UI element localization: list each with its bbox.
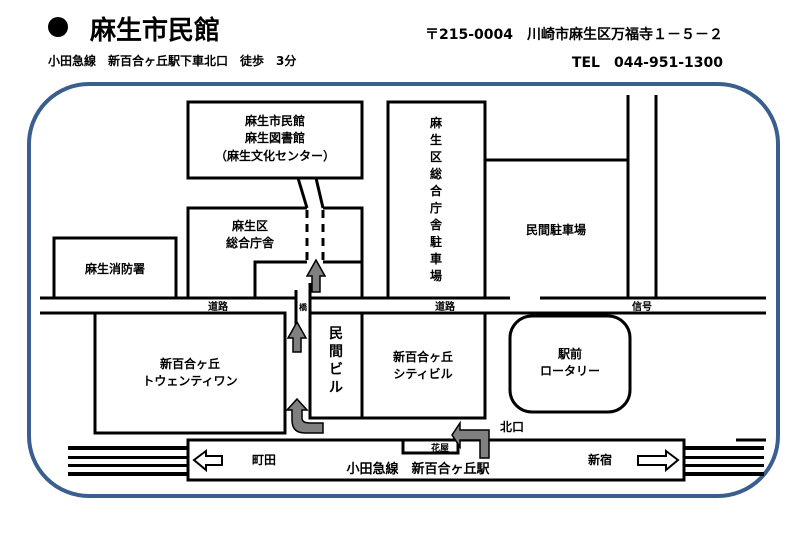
railway-tracks	[68, 446, 764, 476]
address: 〒215-0004 川崎市麻生区万福寺１－５－２	[425, 27, 723, 43]
vertical-label-char: 車	[430, 251, 442, 266]
road-label-center: 道路	[435, 300, 456, 313]
vertical-label-char: 総	[430, 166, 442, 181]
station-rotary[interactable]: 駅前 ロータリー	[508, 314, 632, 414]
fire-station-label: 麻生消防署	[84, 261, 145, 276]
flower-shop[interactable]: 花屋	[401, 438, 460, 455]
rotary-label-1: 駅前	[557, 346, 582, 361]
rotary-label-2: ロータリー	[540, 364, 600, 378]
civic-hall[interactable]: 麻生市民館 麻生図書館 （麻生文化センター）	[186, 100, 364, 180]
telephone: TEL 044-951-1300	[571, 55, 723, 71]
vertical-label-char: 民	[329, 326, 343, 342]
city-building-label-1: 新百合ヶ丘	[393, 349, 453, 364]
route-arrow-icon	[286, 320, 308, 353]
entrance-path	[296, 177, 325, 262]
fire-station[interactable]: 麻生消防署	[52, 236, 178, 300]
city-building-label-2: シティビル	[393, 366, 452, 381]
map-frame	[27, 82, 780, 498]
access-info: 小田急線 新百合ヶ丘駅下車北口 徒歩 3分	[48, 54, 297, 68]
title-text: 麻生市民館	[90, 16, 221, 46]
signal-label: 信号	[632, 300, 652, 313]
bridge-label: 橋	[299, 302, 308, 312]
bullet-icon	[48, 17, 68, 37]
vertical-label-char: 区	[430, 150, 442, 164]
vertical-label-char: 合	[430, 183, 443, 198]
north-exit-label: 北口	[500, 419, 524, 434]
city-building[interactable]: 新百合ヶ丘 シティビル	[360, 311, 487, 420]
flower-shop-label: 花屋	[431, 442, 449, 454]
culture-center-label: （麻生文化センター）	[215, 148, 335, 163]
vertical-label-char: 場	[430, 268, 442, 283]
road-label-left: 道路	[208, 300, 229, 313]
ward-office[interactable]: 麻生区 総合庁舎	[186, 206, 364, 298]
vertical-label-char: 駐	[430, 234, 442, 249]
shinjuku-label: 新宿	[588, 452, 612, 467]
page-title: 麻生市民館	[48, 10, 220, 47]
route-arrow-icon	[305, 258, 327, 293]
machida-label: 町田	[252, 453, 276, 467]
vertical-label-char: 生	[430, 132, 442, 147]
station-label: 小田急線 新百合ヶ丘駅	[346, 461, 490, 477]
private-parking-label: 民間駐車場	[526, 222, 586, 237]
twentyone-label-1: 新百合ヶ丘	[160, 356, 220, 371]
left-arrow-icon	[192, 449, 223, 473]
ward-office-label-2: 総合庁舎	[226, 235, 275, 250]
twentyone-label-2: トウェンティワン	[142, 374, 237, 388]
civic-hall-label: 麻生市民館	[244, 113, 305, 128]
private-parking[interactable]: 民間駐車場	[526, 222, 586, 237]
vertical-label-char: ル	[329, 380, 343, 396]
right-arrow-icon	[637, 449, 680, 473]
route-arrow-icon	[285, 397, 324, 434]
vertical-label-char: 間	[329, 344, 343, 360]
vertical-label-char: 舎	[430, 217, 443, 232]
library-label: 麻生図書館	[244, 130, 305, 145]
route-arrows	[285, 258, 490, 459]
twentyone-building[interactable]: 新百合ヶ丘 トウェンティワン	[93, 311, 287, 435]
vertical-label-char: ビ	[329, 362, 343, 378]
ward-office-label-1: 麻生区	[231, 218, 268, 233]
vertical-label-char: 麻	[429, 115, 443, 130]
vertical-label-char: 庁	[429, 200, 442, 215]
route-arrow-icon	[451, 420, 490, 459]
